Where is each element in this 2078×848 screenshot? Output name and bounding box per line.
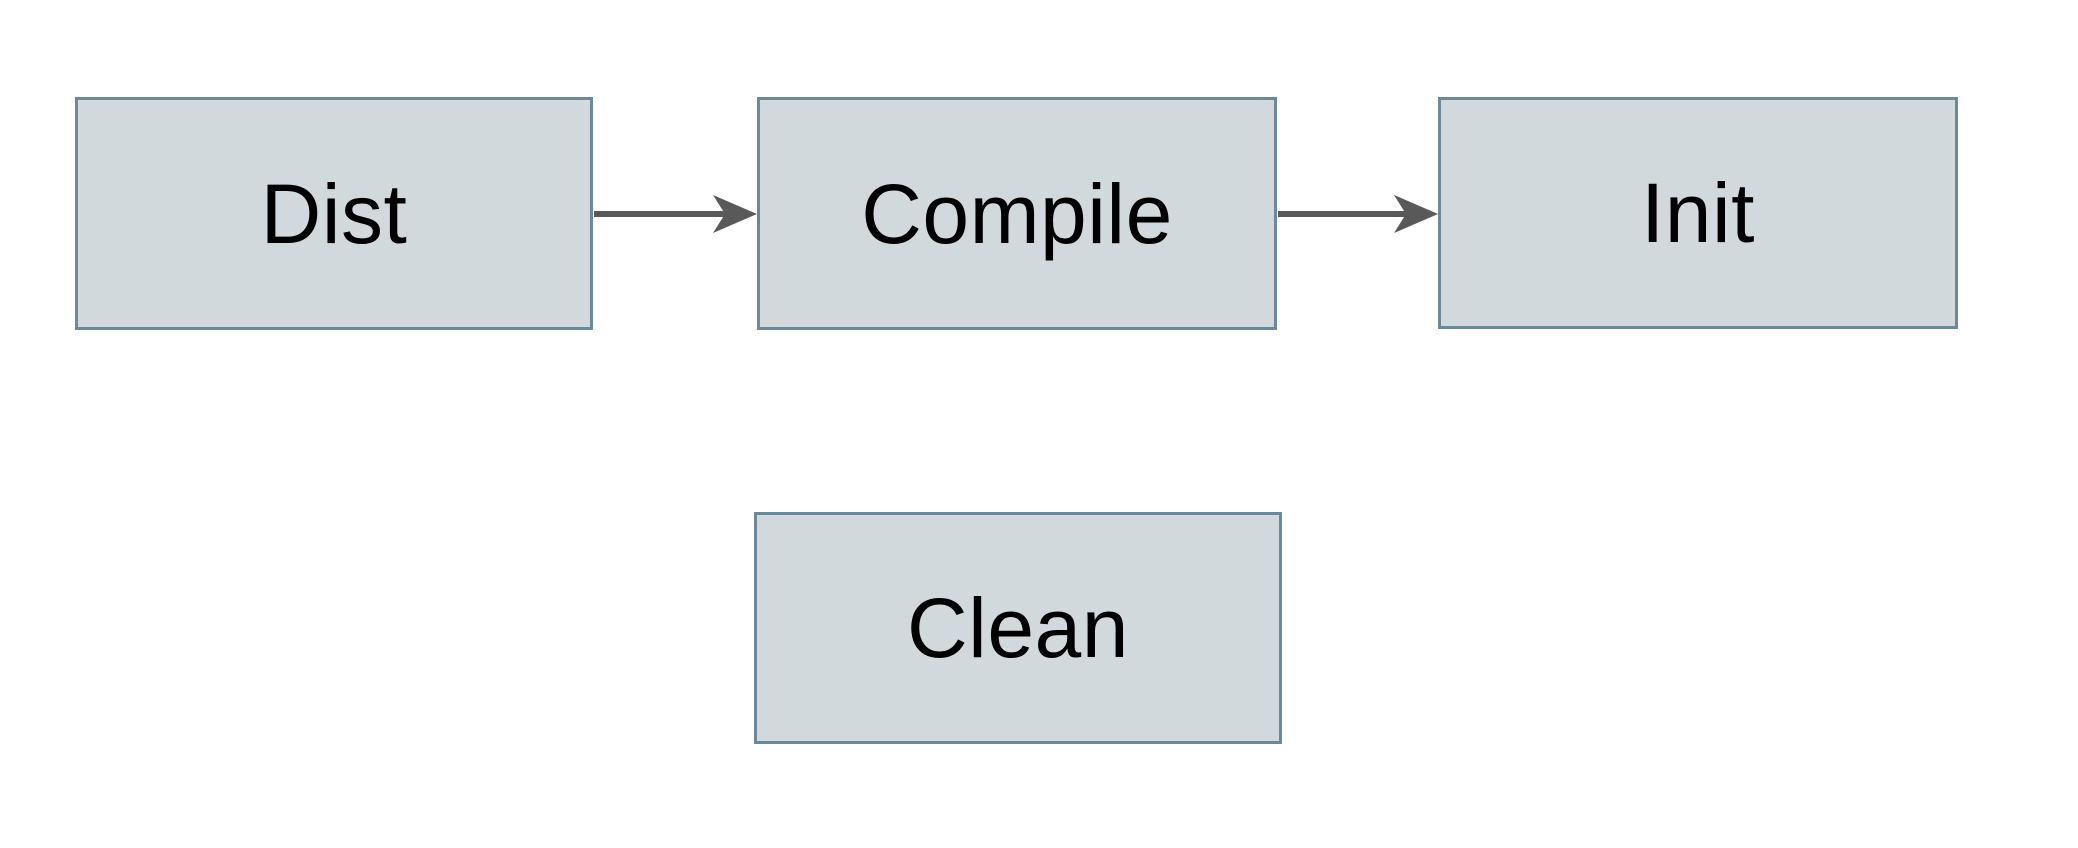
node-dist-label: Dist (260, 166, 408, 261)
arrowhead-icon (713, 195, 757, 233)
node-dist[interactable]: Dist (75, 97, 593, 330)
node-compile-label: Compile (861, 166, 1173, 261)
node-init[interactable]: Init (1438, 97, 1958, 329)
node-init-label: Init (1640, 166, 1756, 260)
node-clean[interactable]: Clean (754, 512, 1282, 744)
node-clean-label: Clean (907, 581, 1129, 675)
arrowhead-icon (1394, 195, 1438, 233)
node-compile[interactable]: Compile (757, 97, 1277, 330)
arrow-compile-to-init[interactable] (1278, 195, 1438, 233)
arrow-dist-to-compile[interactable] (594, 195, 757, 233)
